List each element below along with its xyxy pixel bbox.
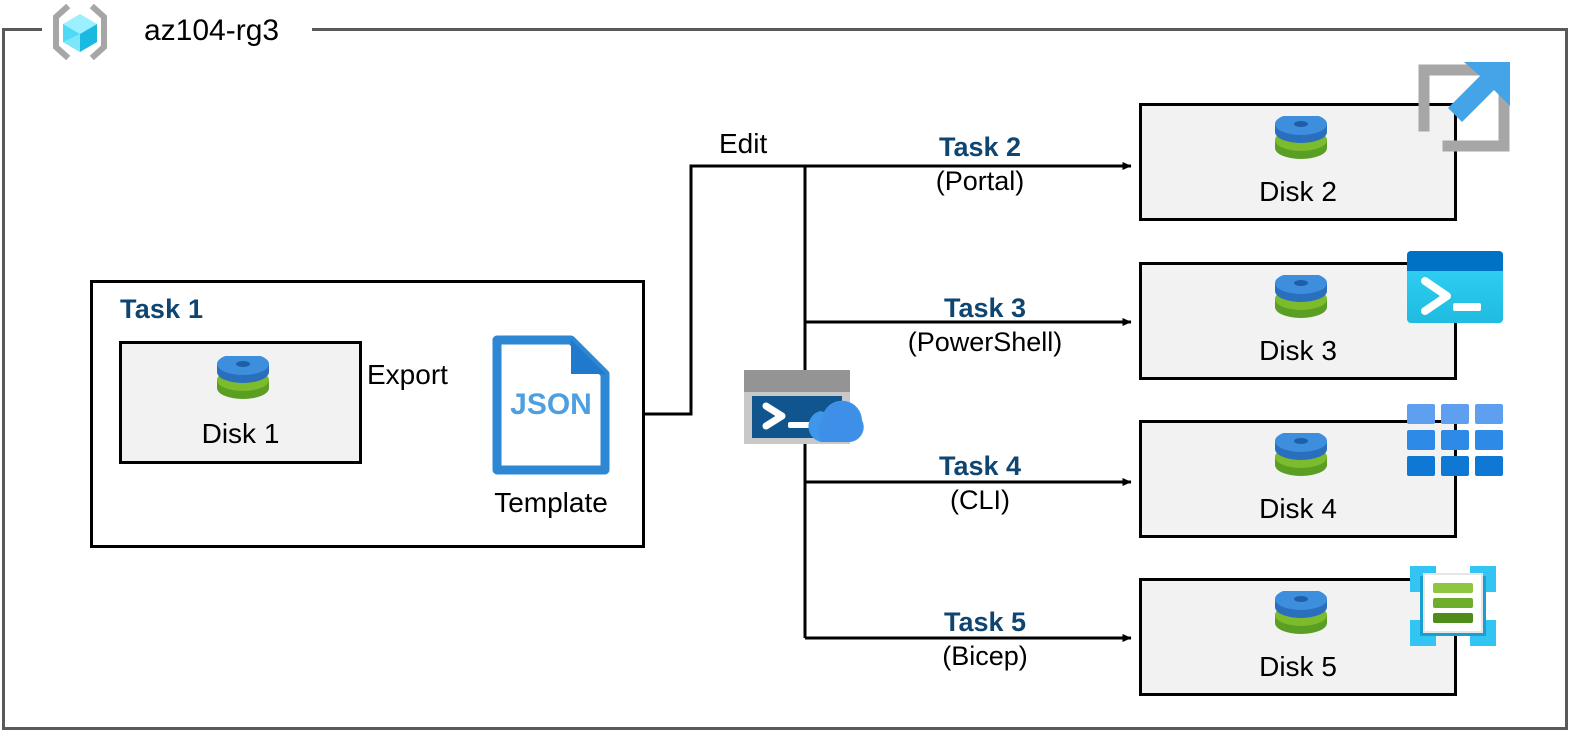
disk-icon <box>1268 272 1334 333</box>
node-label: Disk 5 <box>1259 651 1337 682</box>
task-label: Task 4 <box>938 451 1022 481</box>
node-disk-1[interactable]: Disk 1 <box>119 341 362 464</box>
method-label: (Bicep) <box>942 641 1028 671</box>
method-label: (PowerShell) <box>907 327 1063 357</box>
method-label: (CLI) <box>950 485 1010 515</box>
node-label: Disk 4 <box>1259 493 1337 524</box>
task-label: Task 3 <box>943 293 1027 323</box>
node-disk-3[interactable]: Disk 3 <box>1139 262 1457 380</box>
disk-icon <box>210 353 276 414</box>
node-disk-2[interactable]: Disk 2 <box>1139 103 1457 221</box>
edge-label-task-5: Task 5 (Bicep) <box>880 606 1090 674</box>
task-label: Task 5 <box>943 607 1027 637</box>
edge-label-export: Export <box>367 359 448 390</box>
node-label: Disk 1 <box>201 418 280 449</box>
disk-icon <box>1268 588 1334 649</box>
powershell-icon <box>1407 251 1503 323</box>
disk-icon <box>1268 430 1334 491</box>
resource-group-icon <box>50 3 110 61</box>
resource-group-name: az104-rg3 <box>144 14 280 47</box>
node-label: Disk 2 <box>1259 176 1337 207</box>
azure-cli-icon <box>1407 404 1505 476</box>
resource-group-container <box>2 28 1568 730</box>
cloud-shell-icon <box>742 366 868 446</box>
edge-label-task-3: Task 3 (PowerShell) <box>880 292 1090 360</box>
method-label: (Portal) <box>935 166 1025 196</box>
node-label: Disk 3 <box>1259 335 1337 366</box>
edge-label-task-2: Task 2 (Portal) <box>880 131 1080 199</box>
node-disk-4[interactable]: Disk 4 <box>1139 420 1457 538</box>
disk-icon <box>1268 113 1334 174</box>
bicep-icon <box>1406 562 1500 650</box>
edge-label-edit: Edit <box>719 128 768 159</box>
json-badge-text: JSON <box>510 388 592 421</box>
task-label: Task 2 <box>938 132 1022 162</box>
edge-label-task-4: Task 4 (CLI) <box>880 450 1080 518</box>
task1-title: Task 1 <box>120 294 204 324</box>
node-disk-5[interactable]: Disk 5 <box>1139 578 1457 696</box>
template-label: Template <box>494 487 608 518</box>
json-file-icon <box>491 334 611 476</box>
azure-portal-icon <box>1410 58 1518 158</box>
